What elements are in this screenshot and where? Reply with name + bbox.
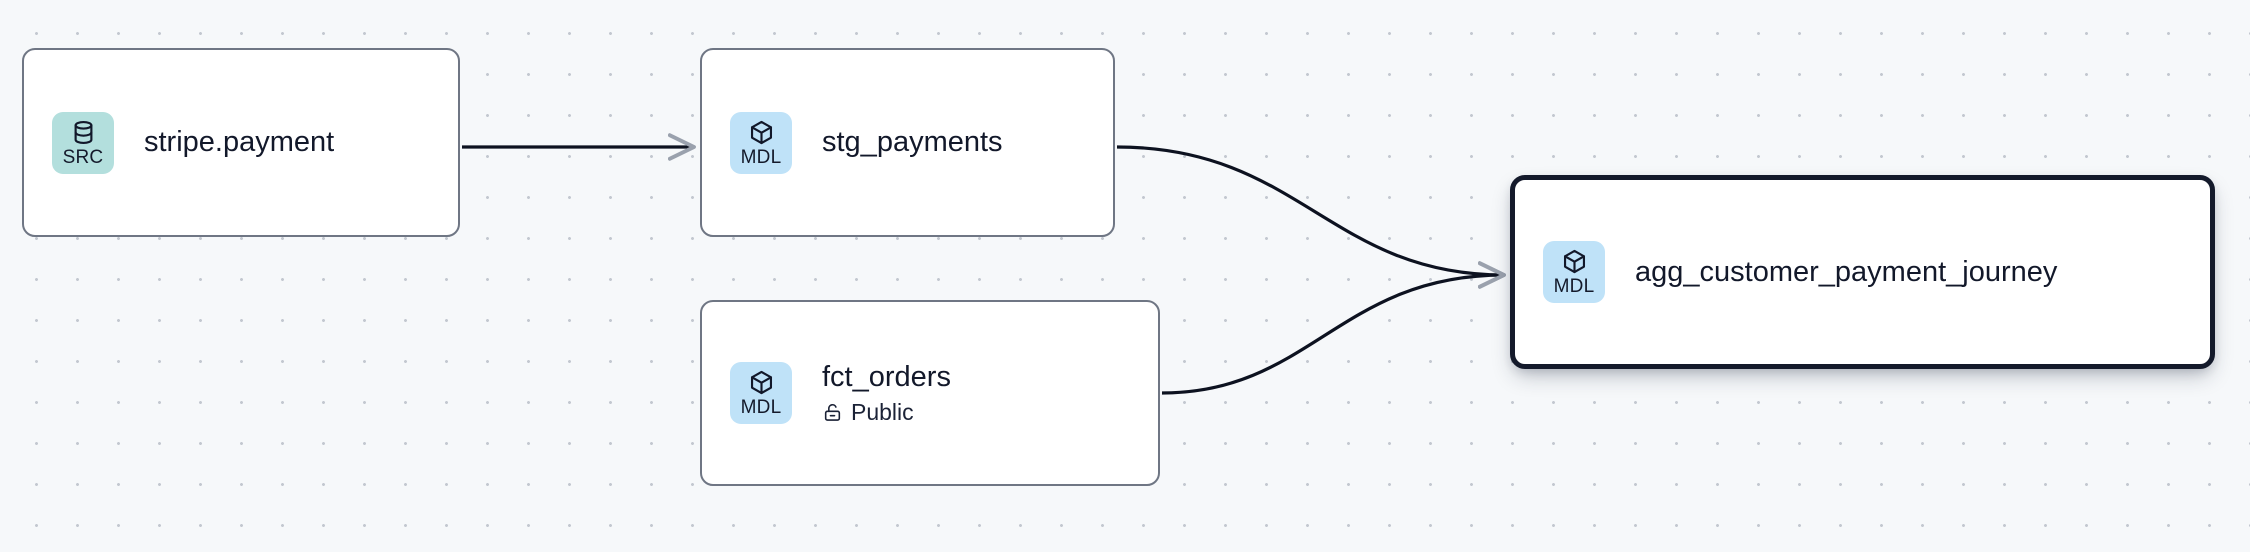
badge-src: SRC — [52, 111, 114, 174]
badge-mdl: MDL — [730, 362, 792, 424]
badge-mdl: MDL — [730, 111, 792, 174]
badge-label: MDL — [740, 397, 782, 418]
edge-stg-to-agg — [1116, 145, 1504, 275]
node-agg-customer-payment-journey[interactable]: MDL agg_customer_payment_journey — [1510, 175, 2215, 369]
node-fct-orders[interactable]: MDL fct_orders Public — [700, 300, 1160, 486]
cube-icon — [1561, 248, 1588, 275]
cube-icon — [748, 369, 775, 396]
node-body: fct_orders Public — [822, 361, 951, 426]
badge-label: MDL — [740, 146, 782, 168]
node-body: stripe.payment — [144, 126, 334, 158]
visibility-label: Public — [851, 399, 914, 426]
node-stg-payments[interactable]: MDL stg_payments — [700, 48, 1115, 237]
node-body: agg_customer_payment_journey — [1635, 256, 2057, 288]
node-title: stg_payments — [822, 126, 1003, 159]
node-title: agg_customer_payment_journey — [1635, 255, 2058, 288]
unlock-icon — [822, 402, 843, 423]
database-icon — [70, 119, 97, 146]
badge-label: MDL — [1553, 276, 1595, 297]
node-title: fct_orders — [822, 360, 951, 393]
cube-icon — [748, 119, 775, 146]
node-body: stg_payments — [822, 126, 1003, 158]
badge-mdl: MDL — [1543, 241, 1605, 303]
node-stripe-payment[interactable]: SRC stripe.payment — [22, 48, 460, 237]
node-visibility: Public — [822, 399, 951, 426]
badge-label: SRC — [62, 146, 104, 168]
edge-fct-to-agg — [1161, 275, 1504, 395]
node-title: stripe.payment — [144, 126, 335, 159]
